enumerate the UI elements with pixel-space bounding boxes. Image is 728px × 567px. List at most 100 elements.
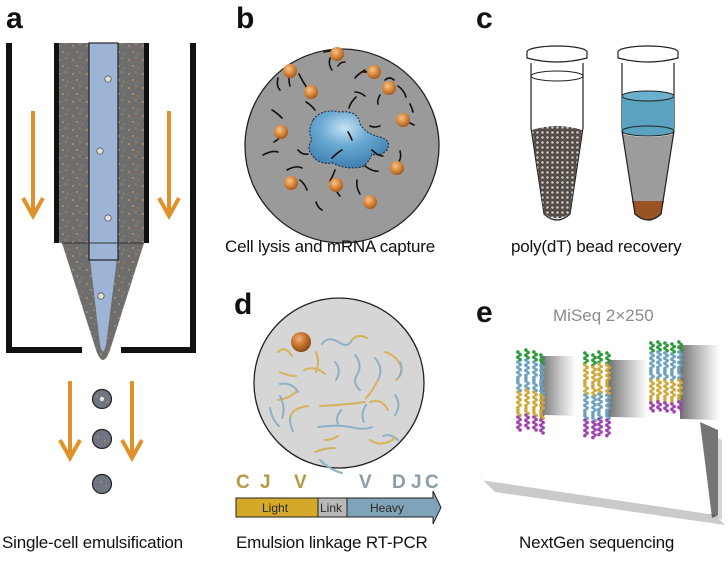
nucleotide-bead bbox=[534, 398, 538, 402]
nucleotide-bead bbox=[539, 398, 543, 403]
nucleotide-bead bbox=[605, 363, 609, 367]
nucleotide-bead bbox=[541, 365, 545, 370]
nucleotide-bead bbox=[583, 373, 587, 378]
light-gene-c: C bbox=[236, 472, 250, 493]
nucleotide-bead bbox=[532, 370, 536, 375]
nucleotide-bead bbox=[585, 371, 589, 375]
bead bbox=[382, 81, 396, 95]
outer-channel-left bbox=[6, 43, 82, 353]
nucleotide-bead bbox=[670, 373, 674, 377]
nucleotide-bead bbox=[672, 375, 676, 380]
tube-beads bbox=[526, 45, 588, 221]
nucleotide-bead bbox=[665, 374, 669, 379]
nucleotide-bead bbox=[518, 358, 522, 362]
nucleotide-bead bbox=[524, 363, 528, 368]
nucleotide-bead bbox=[605, 351, 609, 355]
nucleotide-bead bbox=[534, 383, 538, 388]
nucleotide-bead bbox=[607, 386, 611, 391]
panel-e-diagram bbox=[480, 340, 725, 525]
nucleotide-bead bbox=[656, 400, 660, 404]
nucleotide-bead bbox=[532, 425, 536, 430]
nucleotide-bead bbox=[605, 356, 609, 361]
nucleotide-bead bbox=[597, 380, 601, 385]
nucleotide-bead bbox=[599, 425, 603, 429]
nucleotide-bead bbox=[532, 405, 536, 410]
nucleotide-bead bbox=[665, 387, 669, 391]
nucleotide-bead bbox=[679, 402, 683, 407]
nucleotide-bead bbox=[651, 392, 655, 396]
nucleotide-bead bbox=[516, 355, 520, 360]
nucleotide-bead bbox=[607, 426, 611, 430]
nucleotide-bead bbox=[649, 401, 653, 405]
nucleotide-bead bbox=[663, 406, 667, 411]
nucleotide-bead bbox=[677, 388, 681, 393]
nucleotide-bead bbox=[541, 371, 545, 375]
nucleotide-bead bbox=[585, 376, 589, 380]
nucleotide-bead bbox=[532, 386, 536, 390]
capillary-wall-right bbox=[144, 43, 149, 243]
nucleotide-bead bbox=[583, 393, 587, 397]
nucleotide-bead bbox=[524, 379, 528, 383]
nucleotide-bead bbox=[677, 405, 681, 410]
instrument-label: MiSeq 2×250 bbox=[553, 306, 654, 325]
nucleotide-bead bbox=[649, 397, 653, 402]
nucleotide-bead bbox=[670, 362, 674, 367]
nucleotide-bead bbox=[672, 354, 676, 359]
nucleotide-bead bbox=[607, 401, 611, 405]
flow-arrow-left bbox=[21, 111, 45, 221]
nucleotide-bead bbox=[593, 361, 597, 365]
nucleotide-bead bbox=[672, 365, 676, 369]
nucleotide-bead bbox=[541, 376, 545, 380]
nucleotide-bead bbox=[651, 381, 655, 386]
nucleotide-bead bbox=[649, 406, 653, 411]
nucleotide-bead bbox=[605, 368, 609, 373]
nucleotide-bead bbox=[516, 415, 520, 419]
nucleotide-bead bbox=[651, 349, 655, 353]
nucleotide-bead bbox=[677, 360, 681, 365]
nucleotide-bead bbox=[663, 372, 667, 376]
nucleotide-bead bbox=[658, 348, 662, 352]
nucleotide-bead bbox=[597, 397, 601, 402]
panel-c-letter: c bbox=[476, 2, 493, 35]
nucleotide-bead bbox=[591, 380, 595, 385]
nucleotide-bead bbox=[585, 353, 589, 358]
nucleotide-bead bbox=[658, 373, 662, 378]
nucleotide-bead bbox=[605, 403, 609, 408]
nucleotide-bead bbox=[516, 378, 520, 383]
nucleotide-bead bbox=[585, 395, 589, 400]
nucleotide-bead bbox=[532, 360, 536, 364]
nucleotide-bead bbox=[665, 409, 669, 413]
nucleotide-bead bbox=[679, 348, 683, 352]
nucleotide-bead bbox=[526, 390, 530, 395]
nucleotide-bead bbox=[658, 380, 662, 385]
nucleotide-bead bbox=[534, 352, 538, 357]
nucleotide-bead bbox=[605, 428, 609, 433]
nucleotide-bead bbox=[597, 377, 601, 382]
nucleotide-bead bbox=[585, 420, 589, 425]
nucleotide-bead bbox=[679, 380, 683, 385]
nucleotide-bead bbox=[656, 355, 660, 360]
nucleotide-bead bbox=[649, 351, 653, 355]
cell bbox=[97, 292, 105, 300]
nucleotide-bead bbox=[524, 388, 528, 392]
nucleotide-bead bbox=[605, 381, 609, 386]
nucleotide-bead bbox=[591, 383, 595, 388]
nucleotide-bead bbox=[583, 418, 587, 422]
capillary-tip-aqueous bbox=[90, 258, 117, 352]
nucleotide-bead bbox=[672, 388, 676, 392]
nucleotide-bead bbox=[526, 381, 530, 386]
nucleotide-bead bbox=[526, 360, 530, 365]
nucleotide-bead bbox=[585, 365, 589, 370]
nucleotide-bead bbox=[532, 365, 536, 370]
nucleotide-bead bbox=[539, 411, 543, 416]
nucleotide-bead bbox=[532, 355, 536, 360]
sequencing-strand bbox=[649, 341, 655, 413]
nucleotide-bead bbox=[663, 394, 667, 399]
nucleotide-bead bbox=[656, 378, 660, 382]
nucleotide-bead bbox=[541, 431, 545, 435]
nucleotide-bead bbox=[583, 356, 587, 361]
nucleotide-bead bbox=[593, 422, 597, 427]
tube-recovery bbox=[617, 45, 679, 221]
bead bbox=[330, 47, 344, 61]
